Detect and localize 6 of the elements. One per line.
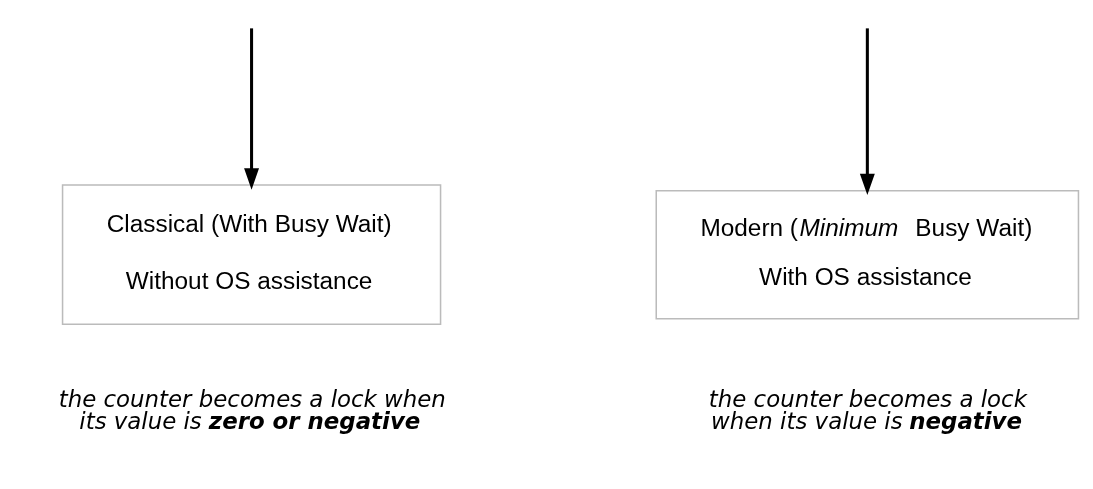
node-label: the counter becomes a lock when its value is negative [708, 385, 1027, 434]
node-box: Classical (With Busy Wait) Without OS assistance [61, 183, 442, 325]
node-label: the counter becomes a lock when its value is zero or negative [58, 385, 446, 434]
arrow [244, 27, 260, 190]
arrow [859, 27, 875, 195]
node-box: Modern (Minimum Busy Wait) With OS assistance [655, 189, 1080, 319]
